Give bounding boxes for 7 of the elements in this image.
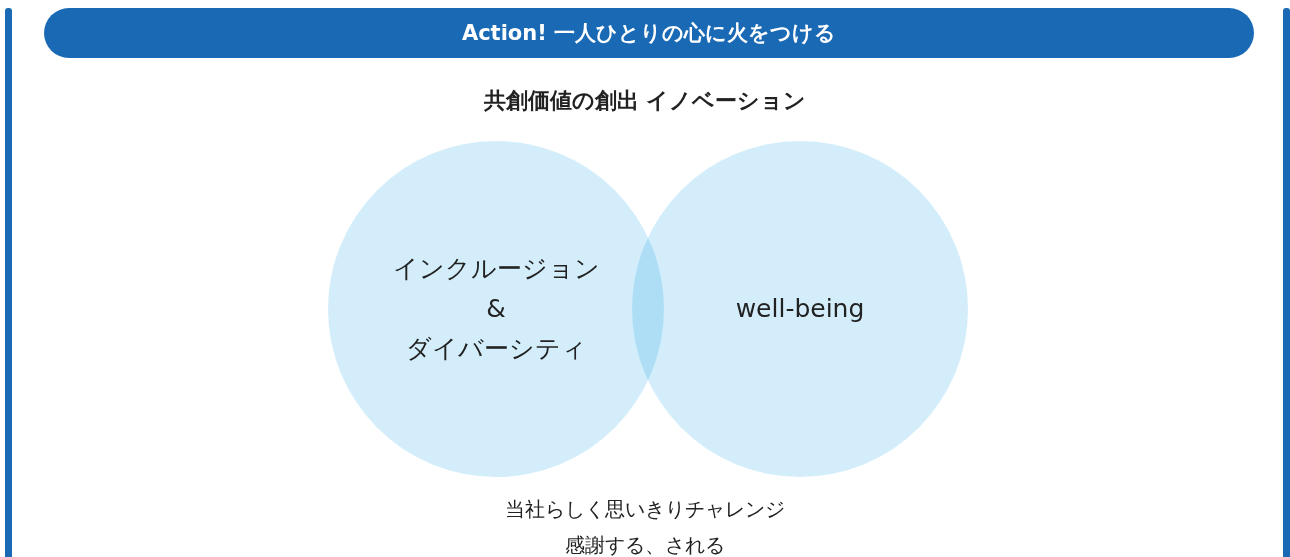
circle-label: well-being bbox=[735, 293, 865, 325]
diagram-title: 共創価値の創出 イノベーション bbox=[483, 88, 807, 113]
circle-label: インクルージョン & ダイバーシティ bbox=[392, 253, 600, 365]
caption-text: 当社らしく思いきりチャレンジ bbox=[505, 497, 785, 521]
caption-text: 感謝する、される bbox=[565, 533, 725, 557]
heading-banner bbox=[44, 8, 1254, 58]
banner-text: Action! 一人ひとりの心に火をつける bbox=[461, 20, 837, 47]
